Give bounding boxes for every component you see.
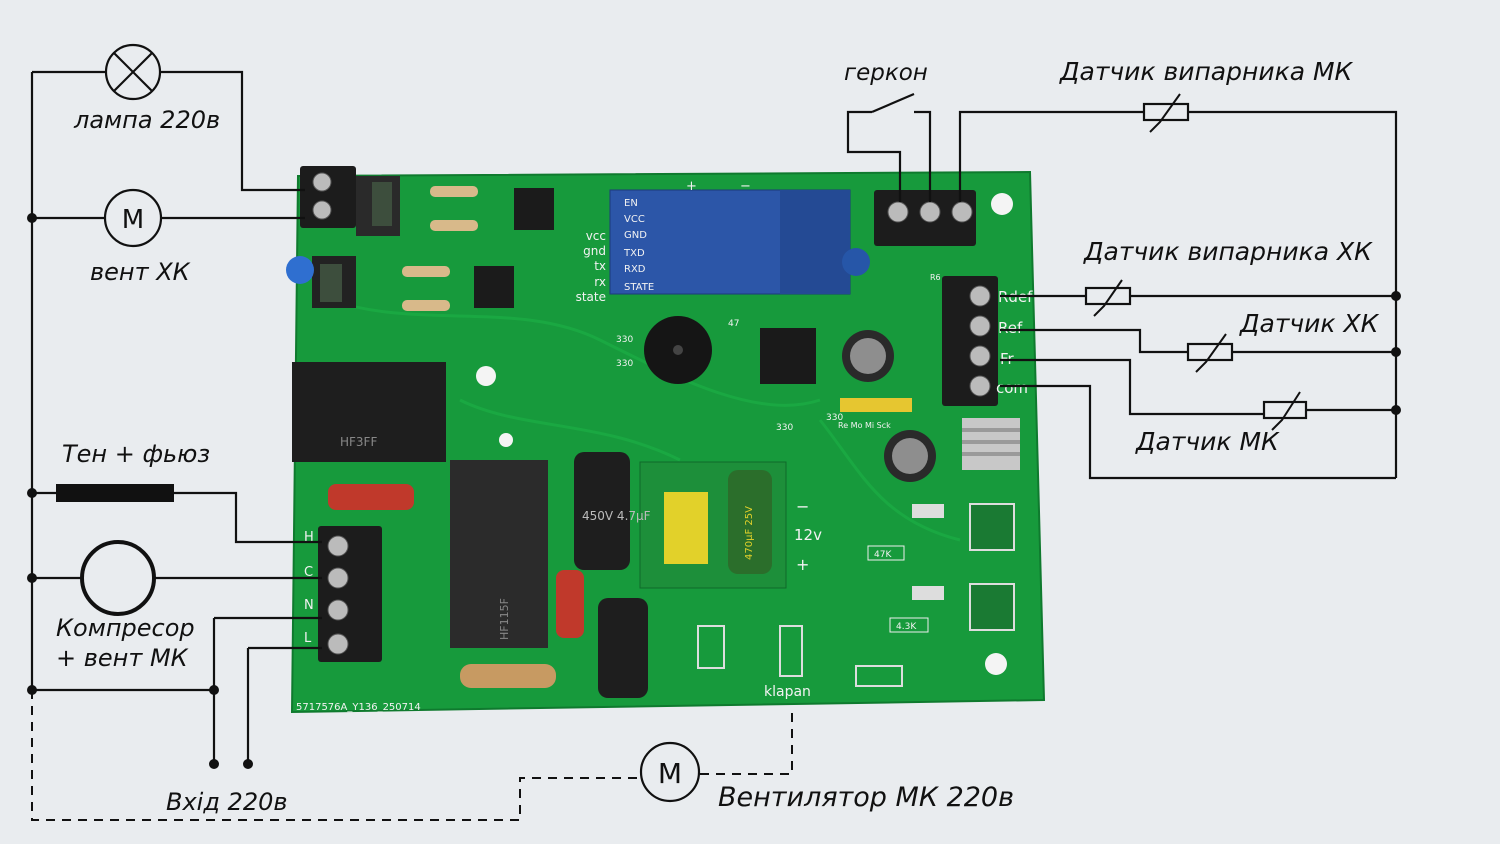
term-label-h: H	[304, 530, 314, 545]
label-reed: геркон	[844, 60, 928, 86]
thermistor-icon	[1142, 93, 1190, 133]
heater-icon	[56, 484, 174, 502]
resistor-value: 47	[728, 319, 739, 329]
resistor-value: 4.3K	[896, 622, 917, 632]
bt-pin-label: GND	[624, 230, 647, 241]
bt-side-label: rx	[594, 275, 606, 289]
resistor-value: 330	[776, 423, 793, 433]
motor-symbol-letter: M	[658, 757, 682, 790]
bt-pin-label: STATE	[624, 282, 654, 293]
triac	[312, 256, 356, 308]
terminal-power	[318, 526, 382, 662]
mount-hole	[476, 366, 496, 386]
capacitor-film	[328, 484, 414, 510]
resistor-value: 330	[826, 413, 843, 423]
terminal-reed-sensor	[874, 190, 976, 246]
junction-dots	[1391, 291, 1401, 415]
lamp-icon	[104, 43, 162, 101]
motor-symbol-letter: M	[122, 205, 144, 235]
bt-side-label: state	[576, 290, 606, 304]
bt-side-label: gnd	[583, 244, 606, 258]
compressor-icon	[80, 540, 156, 616]
label-fan-mk: Вентилятор МК 220в	[718, 782, 1014, 813]
resistors-top	[402, 186, 478, 311]
bt-pin-label: EN	[624, 198, 638, 209]
capacitor-small	[842, 248, 870, 276]
label-compressor: Компресор	[56, 614, 195, 642]
motor-icon: M	[639, 741, 701, 803]
bt-minus-mark: −	[740, 179, 751, 194]
label-fan-xk: вент ХК	[90, 258, 191, 286]
valve-label: klapan	[764, 684, 811, 700]
label-sensor-evap-xk: Датчик випарника ХК	[1083, 237, 1373, 266]
power-terminal-labels: H C N L	[304, 530, 314, 646]
term-label-ref: Ref	[998, 319, 1023, 337]
resistor-value: 330	[616, 359, 633, 369]
resistor-value: 47K	[874, 550, 892, 560]
label-sensor-xk: Датчик ХК	[1239, 309, 1380, 338]
label-input: Вхід 220в	[166, 788, 288, 816]
capacitor-hv	[598, 598, 648, 698]
capacitor-marking: 470μF 25V	[744, 506, 755, 560]
relay-hf3ff	[292, 362, 446, 462]
relay-marking: HF3FF	[340, 435, 377, 449]
psu-plus: +	[796, 555, 809, 574]
bt-side-labels: vcc gnd tx rx state	[576, 229, 606, 304]
mount-hole	[499, 433, 513, 447]
bt-pin-label: VCC	[624, 214, 645, 225]
resistor-value: 330	[616, 335, 633, 345]
label-heater: Тен + фьюз	[62, 440, 210, 468]
psu-label: 12v	[794, 526, 822, 544]
prog-header-pins: Re Mo Mi Sck	[838, 421, 891, 430]
label-sensor-mk: Датчик МК	[1135, 427, 1280, 456]
bt-pin-label: TXD	[623, 248, 645, 259]
optocouplers	[474, 188, 554, 308]
terminal-fan-lamp	[300, 166, 400, 236]
fan-mk-wiring	[31, 690, 793, 821]
thermistor-icon	[1262, 391, 1308, 431]
bt-pin-label: RXD	[624, 264, 646, 275]
mount-hole	[985, 653, 1007, 675]
mount-hole	[991, 193, 1013, 215]
sensor-ics	[697, 503, 1015, 687]
terminal-sensors	[942, 276, 998, 406]
resistor-value: R6	[930, 273, 941, 282]
heat-sink	[962, 418, 1020, 470]
label-compressor-fan: + вент МК	[56, 644, 189, 672]
bluetooth-module	[609, 189, 851, 295]
motor-icon: M	[103, 188, 163, 248]
term-label-l: L	[304, 631, 312, 646]
bt-pin-labels: EN VCC GND TXD RXD STATE	[623, 198, 654, 293]
psu-module	[639, 461, 787, 589]
board-serial: 5717576A_Y136_250714	[296, 702, 421, 713]
power-resistor	[460, 664, 556, 688]
thermistor-icon	[1084, 279, 1132, 317]
junction-dots	[27, 213, 253, 769]
bt-plus-mark: +	[686, 179, 697, 194]
wires-left	[30, 70, 322, 764]
label-sensor-evap-mk: Датчик випарника МК	[1059, 57, 1354, 86]
programming-header	[840, 398, 912, 412]
relay-marking: HF115F	[498, 598, 511, 640]
term-label-c: C	[304, 565, 313, 580]
bt-side-label: tx	[594, 259, 606, 273]
relay-hf115f	[450, 460, 548, 648]
capacitor-450v	[574, 452, 630, 570]
term-label-n: N	[304, 598, 314, 613]
capacitor-blue	[286, 256, 314, 284]
label-lamp: лампа 220в	[73, 106, 220, 134]
term-label-com: com	[996, 379, 1028, 397]
capacitor-marking: 450V 4.7μF	[582, 509, 651, 523]
psu-minus: −	[796, 497, 809, 516]
microcontroller	[760, 328, 816, 384]
thermistor-icon	[1186, 333, 1234, 373]
sensor-terminal-labels: Rdef Ref Fr com	[996, 288, 1033, 397]
bt-side-label: vcc	[586, 229, 606, 243]
capacitor-film	[556, 570, 584, 638]
